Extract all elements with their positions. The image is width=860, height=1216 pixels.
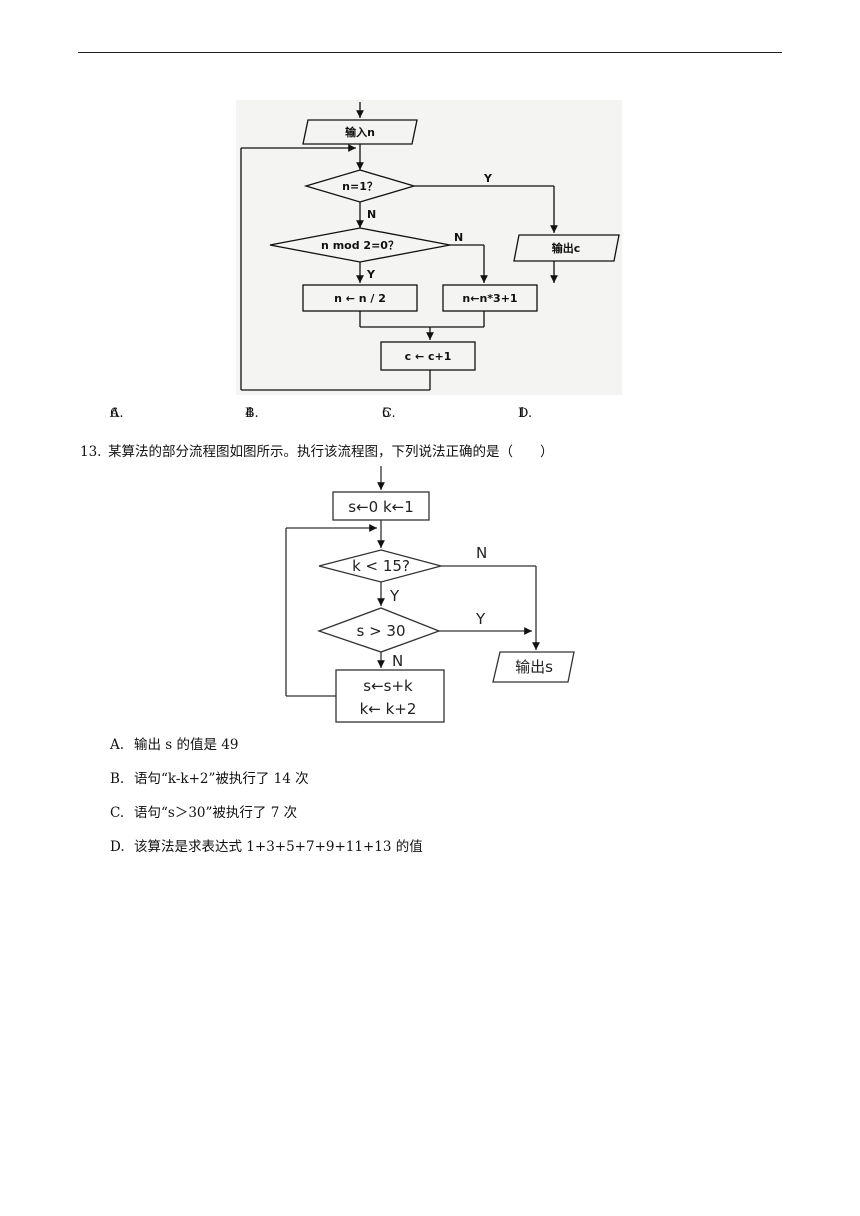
output-s-box [492, 651, 575, 683]
choice-a: A. 输出 s 的值是 49 [110, 733, 238, 753]
input-label: 输入n [345, 125, 375, 139]
choice-c: C. 语句“s＞30”被执行了 7 次 [110, 801, 297, 821]
no-label-k: N [476, 544, 487, 562]
no-label-1: N [367, 208, 376, 221]
cond1-label: n=1？ [342, 180, 378, 193]
choice-d-text: 该算法是求表达式 1+3+5+7+9+11+13 的值 [134, 839, 423, 855]
no-label-2: N [454, 231, 463, 244]
output-s-label: 输出s [515, 658, 553, 676]
cond2-label: n mod 2=0？ [321, 239, 399, 252]
yes-label-s: Y [475, 610, 486, 628]
init-label: s←0 k←1 [348, 498, 414, 516]
option-b: B. 4 [245, 406, 259, 421]
choice-c-text: 语句“s＞30”被执行了 7 次 [134, 805, 298, 821]
question-text: 某算法的部分流程图如图所示。执行该流程图，下列说法正确的是（ ） [108, 444, 554, 460]
question-number: 13. [80, 444, 102, 460]
header-rule [78, 52, 782, 53]
choice-a-label: A. [110, 737, 125, 753]
cond-s-label: s > 30 [356, 622, 405, 640]
choice-b-label: B. [110, 771, 125, 787]
choice-b-text: 语句“k-k+2”被执行了 14 次 [134, 771, 309, 787]
body-line2: k← k+2 [360, 700, 417, 718]
input-box [302, 119, 418, 145]
yes-label-1: Y [483, 172, 493, 185]
flowchart-sum: s←0 k←1 k < 15? s > 30 s←s+k k← k+2 输出s … [278, 462, 584, 730]
counter-box [380, 341, 476, 371]
choice-d: D. 该算法是求表达式 1+3+5+7+9+11+13 的值 [110, 835, 423, 855]
assign-even-label: n ← n / 2 [334, 292, 386, 305]
option-c: C. 5 [382, 406, 396, 421]
body-line1: s←s+k [363, 677, 413, 695]
choice-d-label: D. [110, 839, 125, 855]
choice-c-label: C. [110, 805, 125, 821]
cond-k-label: k < 15? [352, 557, 410, 575]
no-label-s: N [392, 652, 403, 670]
assign-odd-box [442, 284, 538, 312]
option-d: D. 1 [518, 406, 533, 421]
flowchart-collatz: 输入n n=1？ n mod 2=0？ n ← n / 2 n←n*3+1 c … [236, 100, 622, 395]
output-label: 输出c [552, 241, 581, 255]
counter-label: c ← c+1 [405, 350, 452, 363]
previous-question-options: A. 6 B. 4 C. 5 D. 1 [110, 406, 670, 426]
assign-odd-label: n←n*3+1 [462, 292, 517, 305]
choice-a-text: 输出 s 的值是 49 [134, 737, 239, 753]
choice-b: B. 语句“k-k+2”被执行了 14 次 [110, 767, 309, 787]
yes-label-k: Y [389, 587, 400, 605]
output-box [513, 234, 620, 262]
question-13: 13. 某算法的部分流程图如图所示。执行该流程图，下列说法正确的是（ ） [80, 440, 554, 460]
yes-label-2: Y [366, 268, 376, 281]
option-a: A. 6 [110, 406, 124, 421]
